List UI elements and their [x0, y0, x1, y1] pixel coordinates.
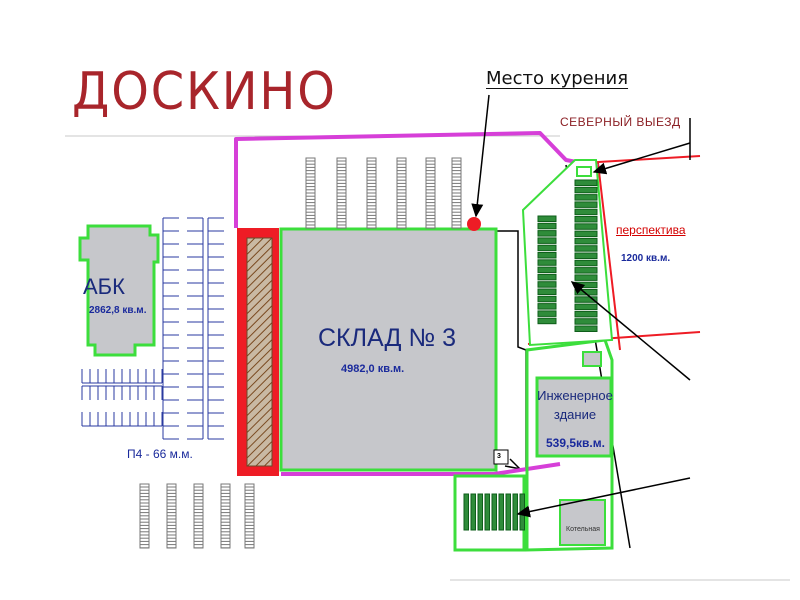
parking-slots	[81, 157, 598, 549]
parking-space-icon	[396, 157, 407, 229]
pointer-arrow-icon	[516, 477, 691, 518]
brand-title: ДОСКИНО	[72, 62, 337, 122]
boiler-label: Котельная	[566, 526, 600, 533]
parking-space-icon	[425, 157, 436, 229]
parking-space-icon	[305, 157, 316, 229]
boiler-house	[559, 499, 606, 546]
warehouse-label: СКЛАД № 3	[318, 324, 457, 352]
pointer-arrow-icon	[592, 142, 691, 175]
smoking-marker-icon	[467, 217, 481, 231]
parking-space-icon	[81, 369, 163, 384]
truck-parking-space-icon	[574, 179, 598, 332]
truck-parking-space-icon	[463, 493, 525, 531]
prospective-area: 1200 кв.м.	[621, 253, 671, 264]
north-exit-label: СЕВЕРНЫЙ ВЫЕЗД	[560, 115, 681, 129]
warehouse-building	[279, 227, 498, 472]
truck-parking-space-icon	[537, 215, 557, 325]
parking-space-icon	[81, 385, 163, 400]
abk-building	[78, 224, 160, 357]
abk-area: 2862,8 кв.м.	[89, 305, 147, 316]
parking-space-icon	[220, 483, 231, 549]
parking-space-icon	[366, 157, 377, 229]
pointer-arrow-icon	[471, 94, 490, 218]
truck-parking-zone	[521, 159, 614, 347]
guard-booth	[576, 166, 592, 177]
engineering-label: Инженерное здание	[537, 388, 613, 422]
parking-capacity-label: П4 - 66 м.м.	[127, 447, 193, 461]
smoking-area-label: Место курения	[486, 68, 629, 89]
engineering-area: 539,5кв.м.	[546, 436, 605, 450]
parking-space-icon	[166, 483, 177, 549]
prospective-label: перспектива	[616, 224, 686, 236]
parking-space-icon	[336, 157, 347, 229]
parking-space-icon	[139, 483, 150, 549]
loading-ramp-hatching	[246, 237, 273, 467]
parking-space-icon	[162, 217, 179, 440]
abk-label: АБК	[83, 274, 125, 299]
gate-number-box	[493, 449, 509, 465]
pointer-arrow-icon	[570, 281, 691, 381]
parking-space-icon	[187, 217, 204, 440]
engineering-building	[535, 376, 613, 458]
gate-number: 3	[497, 453, 501, 460]
warehouse-area: 4982,0 кв.м.	[341, 363, 405, 375]
pointer-arrows	[471, 94, 691, 518]
parking-space-icon	[451, 157, 462, 229]
parking-space-icon	[193, 483, 204, 549]
parking-space-icon	[81, 412, 163, 427]
parking-space-icon	[207, 217, 224, 440]
small-structure	[582, 351, 602, 367]
parking-space-icon	[244, 483, 255, 549]
